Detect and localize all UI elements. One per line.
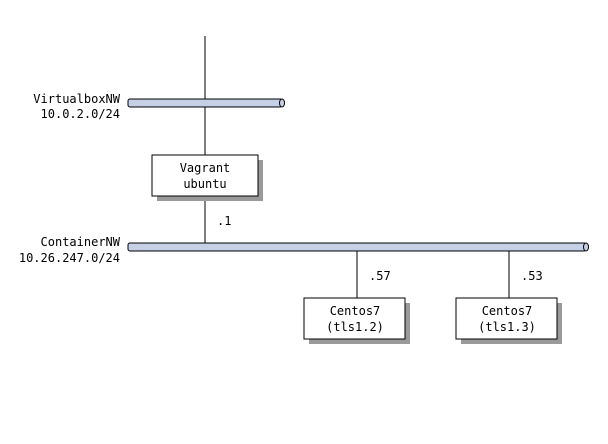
centos-tls12-node: Centos7 (tls1.2) bbox=[303, 297, 410, 344]
centos-tls13-address: .53 bbox=[521, 269, 543, 283]
container-network-name: ContainerNW bbox=[41, 235, 121, 249]
centos-tls13-node-title: Centos7 bbox=[482, 304, 533, 318]
container-network-cidr: 10.26.247.0/24 bbox=[19, 251, 120, 265]
vagrant-node-subtitle: ubuntu bbox=[183, 177, 226, 191]
centos-tls12-address: .57 bbox=[369, 269, 391, 283]
container-network-bar bbox=[127, 242, 589, 252]
centos-tls13-node: Centos7 (tls1.3) bbox=[455, 297, 562, 344]
centos-tls12-node-title: Centos7 bbox=[330, 304, 381, 318]
vagrant-address: .1 bbox=[217, 214, 231, 228]
virtualbox-network-cidr: 10.0.2.0/24 bbox=[41, 107, 120, 121]
virtualbox-network-bar bbox=[127, 98, 285, 108]
virtualbox-network-name: VirtualboxNW bbox=[33, 92, 120, 106]
vagrant-node-title: Vagrant bbox=[180, 161, 231, 175]
centos-tls13-node-subtitle: (tls1.3) bbox=[478, 320, 536, 334]
vagrant-node: Vagrant ubuntu bbox=[151, 154, 263, 201]
centos-tls12-node-subtitle: (tls1.2) bbox=[326, 320, 384, 334]
